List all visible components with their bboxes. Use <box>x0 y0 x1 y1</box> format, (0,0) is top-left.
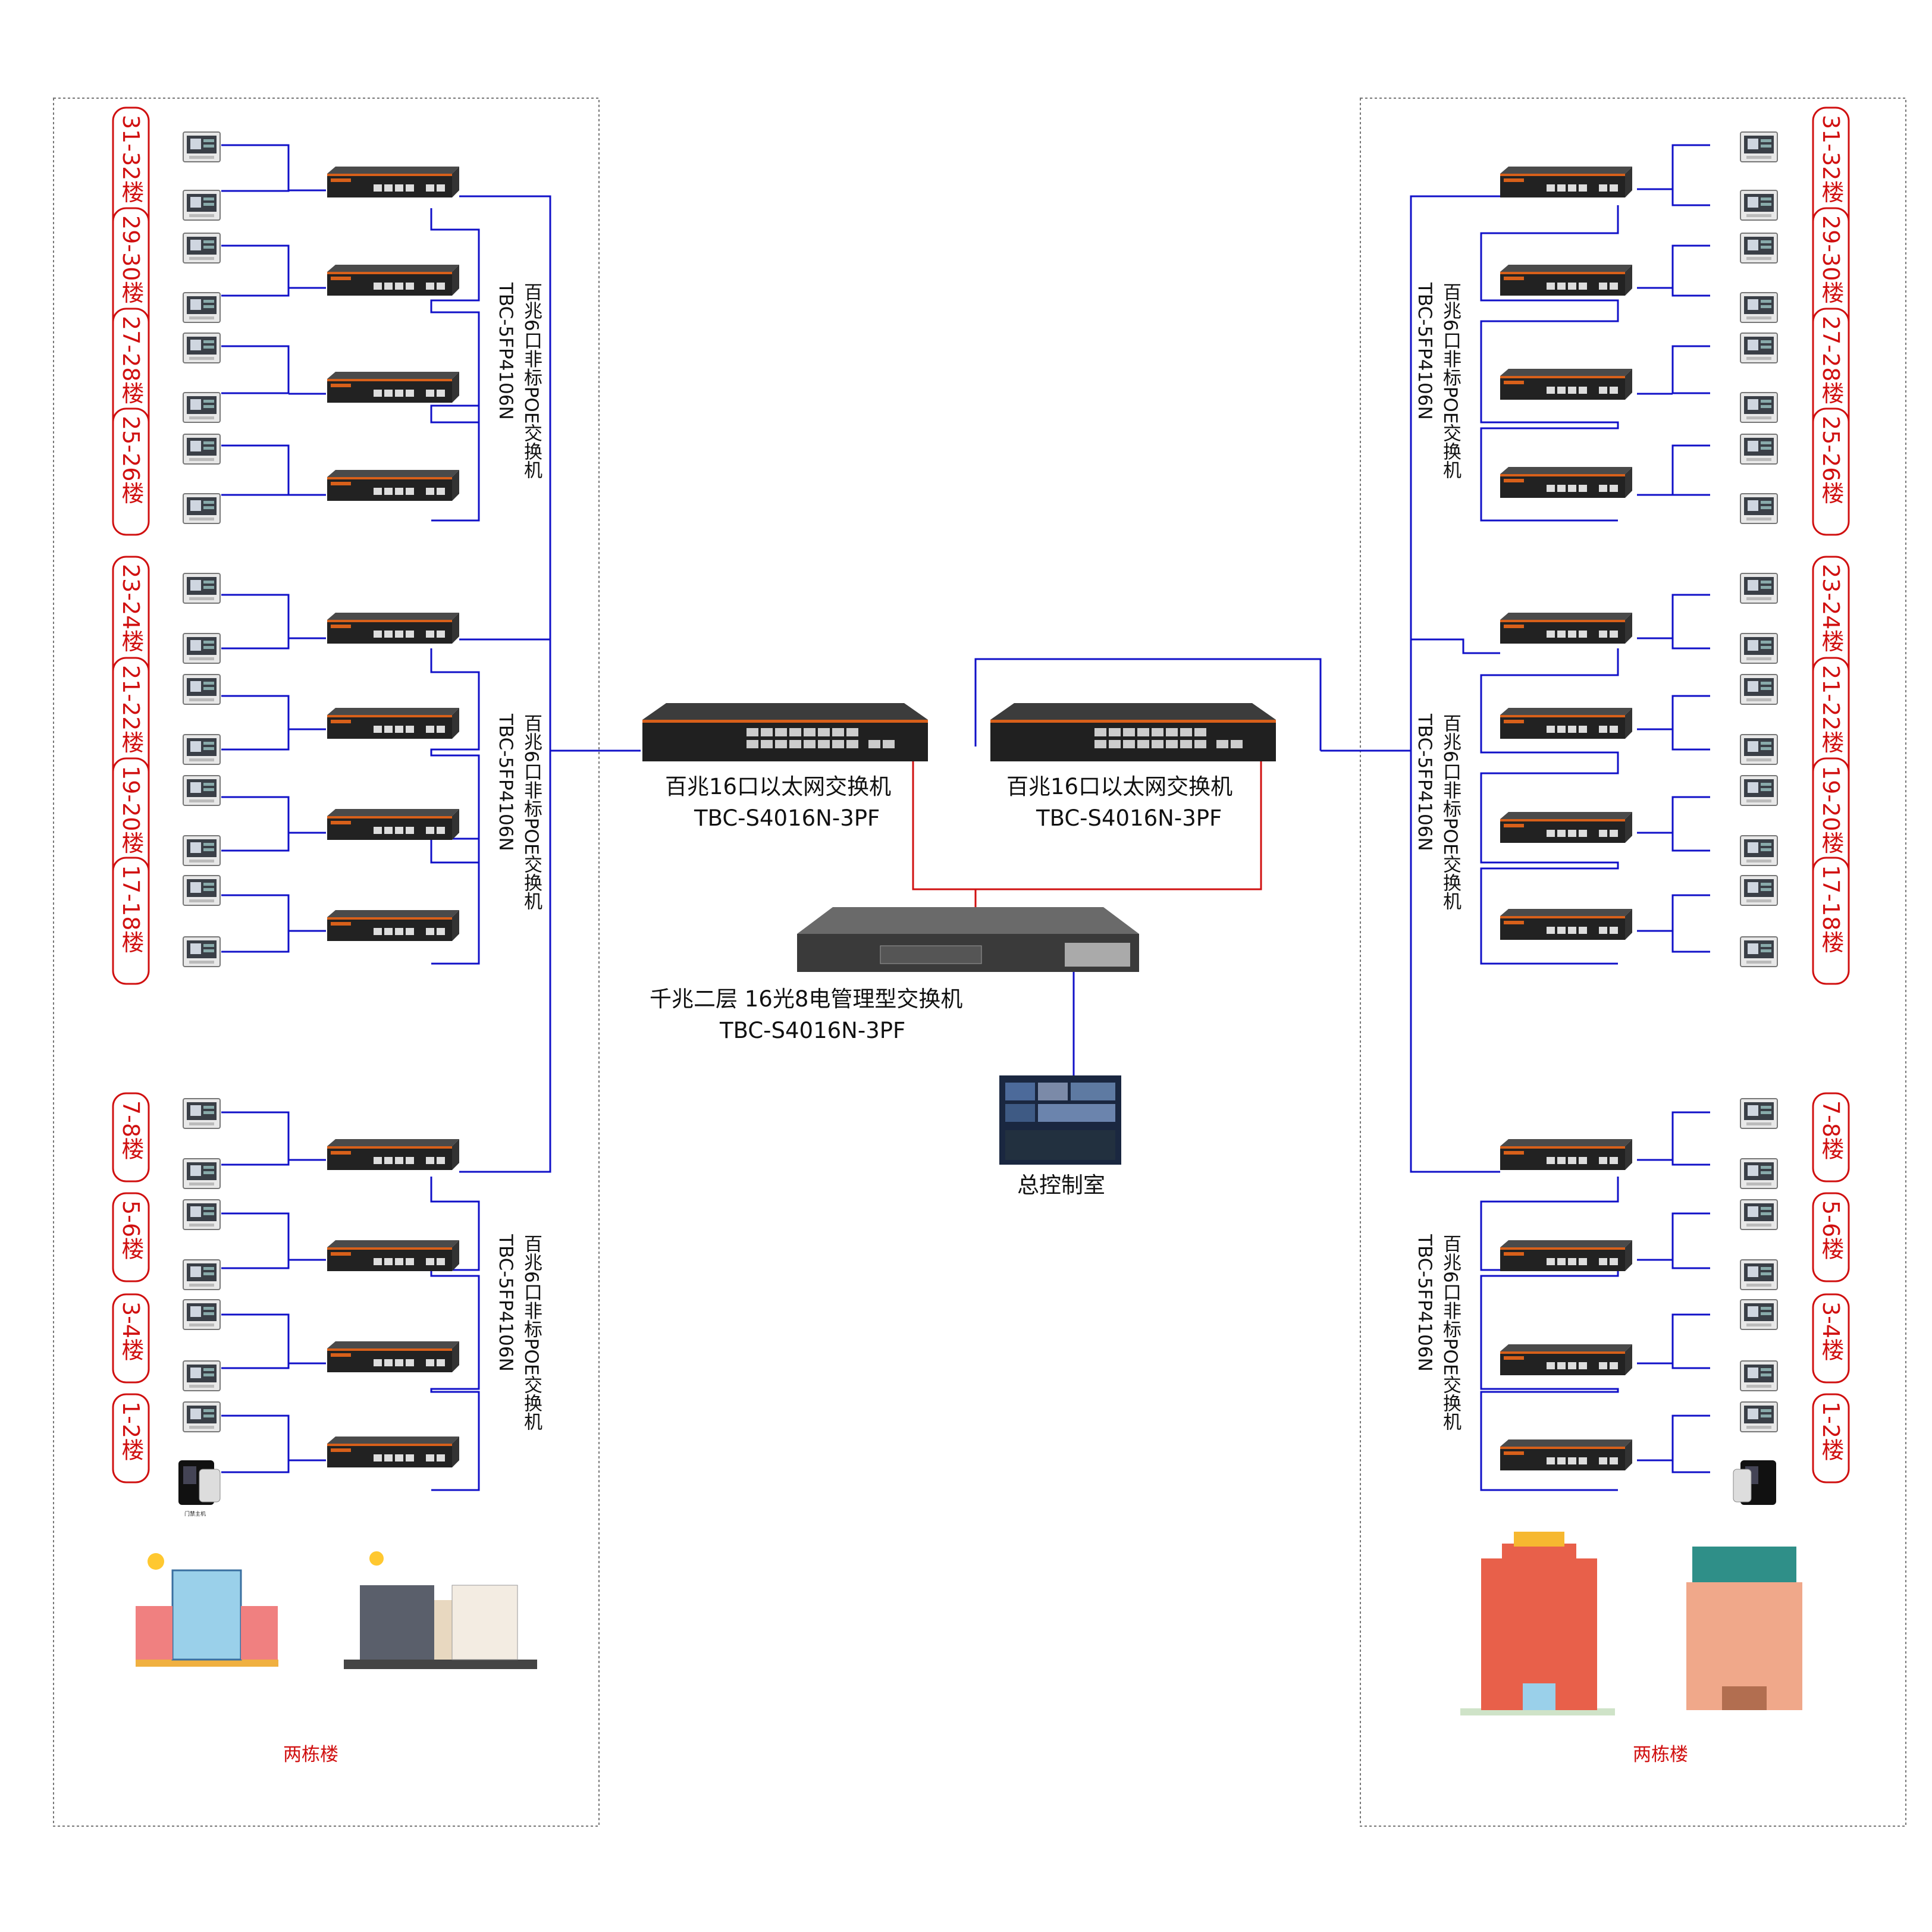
left-switch-label-1b: TBC-5FP4106N <box>495 282 516 420</box>
switch-left-16port <box>642 703 928 761</box>
right-floor-label: 5-6楼 <box>1818 1200 1844 1260</box>
right-floor-badge <box>1812 1092 1850 1183</box>
switch-right-model: TBC-S4016N-3PF <box>1036 805 1222 831</box>
left-switch-label-3b: TBC-5FP4106N <box>495 1234 516 1372</box>
right-floor-badge <box>1812 1192 1850 1282</box>
right-building-footer: 两栋楼 <box>1633 1744 1688 1765</box>
switch-left-model: TBC-S4016N-3PF <box>694 805 880 831</box>
right-switch-label-2b: TBC-5FP4106N <box>1414 713 1435 851</box>
left-switch-label-1a: 百兆6口非标POE交换机 <box>520 283 542 479</box>
left-floor-label: 31-32楼 <box>118 115 144 203</box>
right-floor-badge <box>1812 1393 1850 1484</box>
control-room-image <box>999 1075 1121 1165</box>
right-switch-label-1b: TBC-5FP4106N <box>1414 282 1435 420</box>
left-switch-labels: 百兆6口非标POE交换机 TBC-5FP4106N 百兆6口非标POE交换机 T… <box>495 282 542 1431</box>
left-floor-label: 1-2楼 <box>118 1401 144 1461</box>
core-switch-name: 千兆二层 16光8电管理型交换机 <box>650 986 962 1012</box>
right-switch-label-2a: 百兆6口非标POE交换机 <box>1439 714 1461 911</box>
left-floor-badge <box>112 857 150 985</box>
left-switch-label-2b: TBC-5FP4106N <box>495 713 516 851</box>
left-building-area <box>53 98 600 1827</box>
right-small-switches <box>1500 167 1632 1470</box>
left-indoor-monitors <box>183 131 221 1432</box>
right-floor-label: 3-4楼 <box>1818 1301 1844 1361</box>
right-building-illustrations <box>1460 1532 1802 1715</box>
core-switch-model: TBC-S4016N-3PF <box>719 1018 905 1043</box>
right-floor-label: 23-24楼 <box>1818 564 1844 652</box>
left-switch-label-3a: 百兆6口非标POE交换机 <box>520 1234 542 1431</box>
left-floor-badge <box>112 407 150 536</box>
left-floor-label: 27-28楼 <box>118 316 144 404</box>
left-small-switches <box>327 167 459 1467</box>
right-floor-label: 17-18楼 <box>1818 865 1844 953</box>
right-floor-badge <box>1812 857 1850 985</box>
left-floor-label: 23-24楼 <box>118 564 144 652</box>
right-indoor-monitors <box>1740 131 1778 1432</box>
right-floor-label: 25-26楼 <box>1818 416 1844 504</box>
right-floor-badge <box>1812 1293 1850 1384</box>
left-door-unit-label: 门禁主机 <box>184 1510 206 1517</box>
left-floor-label: 25-26楼 <box>118 416 144 504</box>
right-switch-labels: 百兆6口非标POE交换机 TBC-5FP4106N 百兆6口非标POE交换机 T… <box>1414 282 1461 1431</box>
right-floor-badge <box>1812 407 1850 536</box>
right-switch-label-1a: 百兆6口非标POE交换机 <box>1439 283 1461 479</box>
left-floor-badge <box>112 1393 150 1484</box>
control-room-label: 总控制室 <box>1017 1172 1105 1198</box>
switch-left-name: 百兆16口以太网交换机 <box>665 774 891 799</box>
core-switch <box>797 907 1139 972</box>
left-building-illustrations <box>136 1551 537 1669</box>
left-floor-badge <box>112 1092 150 1183</box>
left-floor-label: 3-4楼 <box>118 1301 144 1361</box>
left-floor-label: 7-8楼 <box>118 1100 144 1160</box>
left-floor-label: 5-6楼 <box>118 1200 144 1260</box>
right-floor-label: 21-22楼 <box>1818 665 1844 753</box>
right-floor-label: 19-20楼 <box>1818 766 1844 854</box>
right-network-lines <box>974 144 1710 1491</box>
switch-right-name: 百兆16口以太网交换机 <box>1006 774 1232 799</box>
left-floor-badge <box>112 1293 150 1384</box>
right-switch-label-3b: TBC-5FP4106N <box>1414 1234 1435 1372</box>
left-floor-label: 19-20楼 <box>118 766 144 854</box>
left-floor-label: 21-22楼 <box>118 665 144 753</box>
right-floor-badges: 31-32楼 29-30楼 27-28楼 25-26楼 23-24楼 21-22楼 19-2… <box>1812 106 1850 1484</box>
right-switch-label-3a: 百兆6口非标POE交换机 <box>1439 1234 1461 1431</box>
left-building-footer: 两栋楼 <box>283 1744 338 1765</box>
switch-right-16port <box>990 703 1276 761</box>
right-floor-label: 7-8楼 <box>1818 1100 1844 1160</box>
right-door-access-unit <box>1733 1460 1776 1505</box>
right-floor-label: 29-30楼 <box>1818 215 1844 303</box>
left-floor-badges: 31-32楼 29-30楼 27-28楼 25-26楼 23-24楼 21-22楼 19-2… <box>112 106 150 1484</box>
left-floor-label: 29-30楼 <box>118 215 144 303</box>
left-door-access-unit <box>178 1460 221 1505</box>
right-floor-label: 1-2楼 <box>1818 1401 1844 1461</box>
right-floor-label: 31-32楼 <box>1818 115 1844 203</box>
left-switch-label-2a: 百兆6口非标POE交换机 <box>520 714 542 911</box>
left-floor-label: 17-18楼 <box>118 865 144 953</box>
core-links <box>912 749 1262 1075</box>
right-floor-label: 27-28楼 <box>1818 316 1844 404</box>
left-network-lines <box>221 144 641 1491</box>
right-building-area <box>1360 98 1906 1827</box>
left-floor-badge <box>112 1192 150 1282</box>
